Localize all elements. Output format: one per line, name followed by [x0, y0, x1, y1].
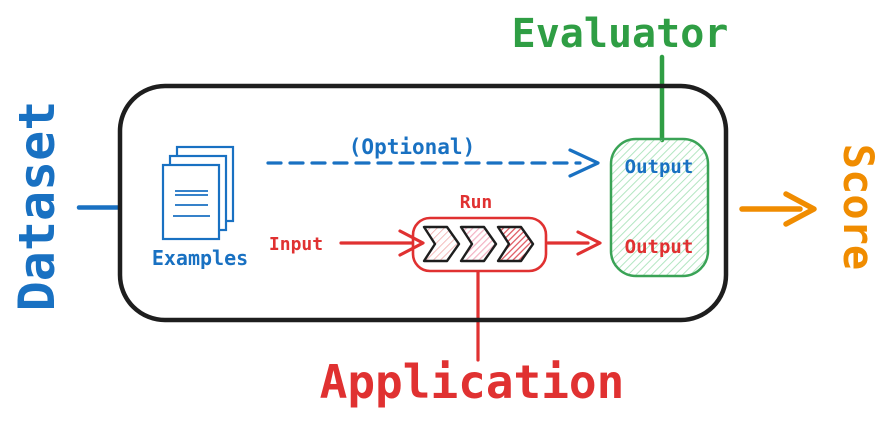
run-step-chevron-1	[422, 225, 461, 263]
evaluator-output-run-label: Output	[624, 236, 694, 258]
document-page-front	[161, 163, 221, 241]
evaluator-label: Evaluator	[511, 11, 729, 57]
application-label: Application	[319, 355, 625, 409]
documents-icon	[161, 145, 235, 241]
run-box	[411, 216, 548, 273]
input-label: Input	[268, 234, 324, 255]
score-arrow	[739, 191, 817, 227]
examples-label: Examples	[151, 246, 249, 270]
run-step-chevron-3	[496, 225, 535, 263]
experiment-box	[117, 83, 729, 323]
evaluator-output-reference-label: Output	[624, 156, 694, 178]
input-arrow	[339, 229, 425, 257]
dataset-label: Dataset	[8, 100, 66, 312]
run-label: Run	[459, 192, 493, 213]
optional-dashed-arrow	[266, 148, 600, 178]
optional-label: (Optional)	[348, 135, 476, 159]
evaluator-box	[609, 137, 710, 278]
run-step-chevron-2	[459, 225, 498, 263]
score-label: Score	[834, 143, 883, 271]
run-output-arrow	[546, 230, 602, 256]
